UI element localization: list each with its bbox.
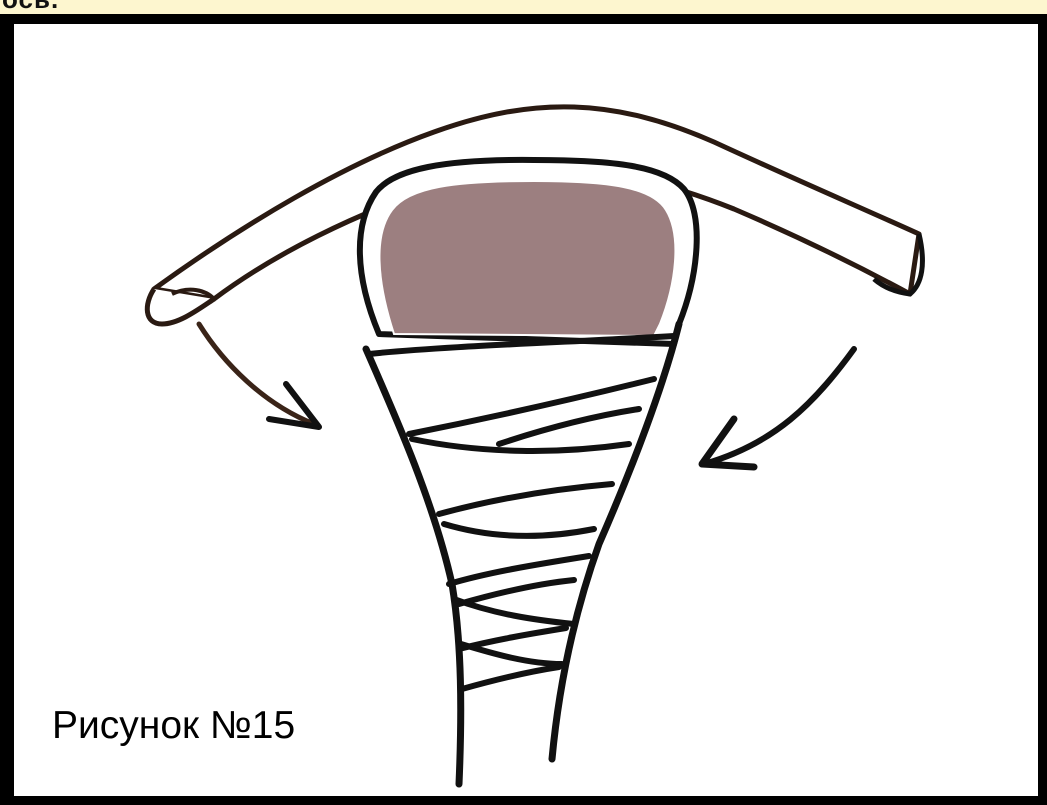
figure-panel: Рисунок №15 (14, 24, 1038, 796)
bandage-turn-2 (409, 379, 654, 434)
bandage-turn-8 (459, 580, 574, 604)
figure-caption: Рисунок №15 (52, 704, 295, 748)
bandage-turn-6 (444, 524, 594, 536)
left-arrow-shaft (199, 324, 314, 424)
figure-frame: Рисунок №15 (0, 14, 1047, 805)
bandage-turn-3 (412, 439, 629, 451)
header-text-fragment: ось. (2, 0, 59, 15)
right-arrow-shaft (704, 349, 854, 464)
bandage-turn-5 (439, 484, 612, 514)
bandage-turn-4 (499, 409, 639, 444)
bandage-turn-12 (462, 667, 559, 689)
bandage-diagram (14, 24, 1038, 796)
head-filled-region (379, 181, 675, 336)
bandage-turn-9 (454, 599, 574, 624)
neck-left-edge (366, 349, 461, 784)
bandage-turn-11 (461, 644, 562, 664)
